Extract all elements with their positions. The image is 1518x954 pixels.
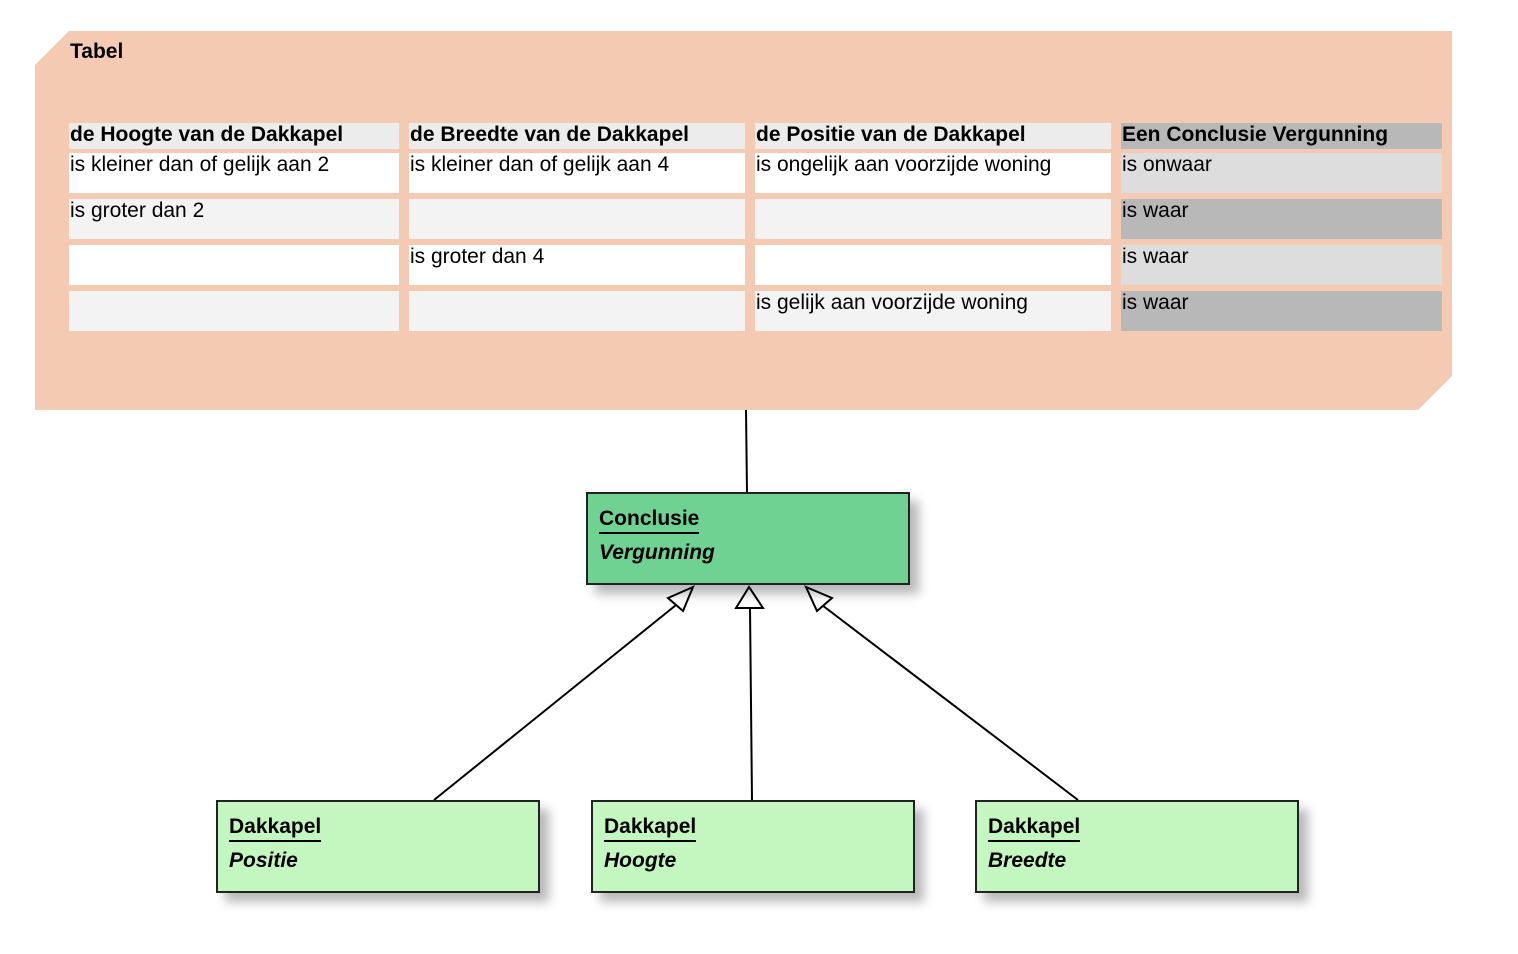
input-box-title: Dakkapel xyxy=(988,814,1081,842)
table-cell[interactable] xyxy=(755,245,1111,285)
input-box-title: Dakkapel xyxy=(229,814,322,842)
table-cell-conclusion[interactable]: is waar xyxy=(1121,245,1442,285)
table-cell[interactable]: is groter dan 2 xyxy=(69,199,399,239)
table-cell[interactable] xyxy=(755,199,1111,239)
conclusion-box-title: Conclusie xyxy=(599,506,700,534)
input-box-title: Dakkapel xyxy=(604,814,697,842)
column-header-hoogte[interactable]: de Hoogte van de Dakkapel xyxy=(69,123,399,149)
table-cell[interactable] xyxy=(409,291,745,331)
generalization-arrowhead-positie xyxy=(666,585,695,613)
generalization-line-positie xyxy=(433,600,682,801)
generalization-line-breedte xyxy=(817,601,1079,801)
input-box-subtitle: Positie xyxy=(229,849,298,872)
input-box-subtitle: Breedte xyxy=(988,849,1067,872)
table-cell-conclusion[interactable]: is waar xyxy=(1121,199,1442,239)
decision-table-panel[interactable]: Tabel de Hoogte van de Dakkapel de Breed… xyxy=(35,31,1452,410)
table-cell[interactable] xyxy=(69,245,399,285)
table-cell[interactable]: is gelijk aan voorzijde woning xyxy=(755,291,1111,331)
generalization-arrowhead-hoogte xyxy=(734,585,765,609)
table-cell[interactable]: is groter dan 4 xyxy=(409,245,745,285)
input-box-breedte[interactable]: Dakkapel Breedte xyxy=(975,800,1299,893)
input-box-subtitle: Hoogte xyxy=(604,849,677,872)
panel-title: Tabel xyxy=(70,40,124,63)
column-header-conclusie[interactable]: Een Conclusie Vergunning xyxy=(1121,123,1442,149)
table-cell[interactable]: is ongelijk aan voorzijde woning xyxy=(755,153,1111,193)
column-header-breedte[interactable]: de Breedte van de Dakkapel xyxy=(409,123,745,149)
input-box-hoogte[interactable]: Dakkapel Hoogte xyxy=(591,800,915,893)
table-cell[interactable]: is kleiner dan of gelijk aan 4 xyxy=(409,153,745,193)
table-cell[interactable]: is kleiner dan of gelijk aan 2 xyxy=(69,153,399,193)
conclusion-box-subtitle: Vergunning xyxy=(599,541,715,564)
input-box-positie[interactable]: Dakkapel Positie xyxy=(216,800,540,893)
generalization-line-hoogte xyxy=(749,607,753,801)
table-cell-conclusion[interactable]: is onwaar xyxy=(1121,153,1442,193)
column-header-positie[interactable]: de Positie van de Dakkapel xyxy=(755,123,1111,149)
conclusion-box[interactable]: Conclusie Vergunning xyxy=(586,492,910,585)
table-cell[interactable] xyxy=(69,291,399,331)
table-cell-conclusion[interactable]: is waar xyxy=(1121,291,1442,331)
table-to-conclusion-line xyxy=(745,409,748,494)
table-cell[interactable] xyxy=(409,199,745,239)
generalization-arrowhead-breedte xyxy=(804,585,834,613)
